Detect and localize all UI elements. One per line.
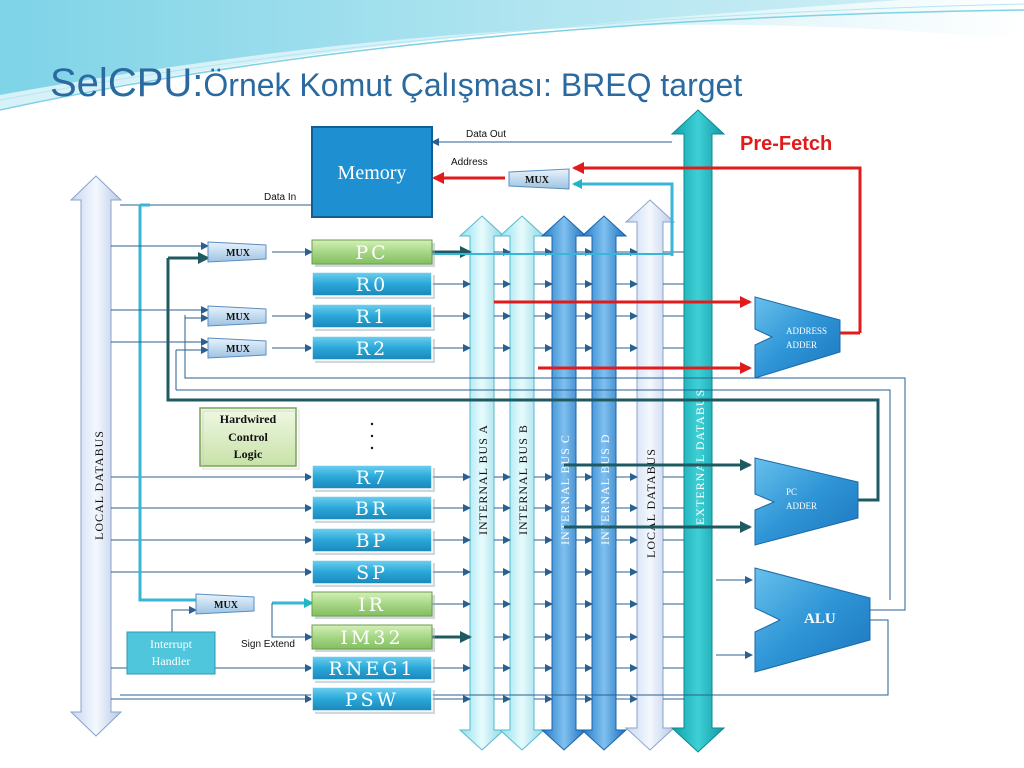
memory-wires (111, 138, 906, 696)
local-databus-left (69, 175, 123, 737)
register-r0: R0 (311, 271, 435, 299)
internal-bus-d (580, 215, 628, 751)
register-pc: PC (311, 239, 435, 267)
register-label: BP (356, 530, 389, 552)
mux-2: MUX (207, 305, 267, 327)
register-sp: SP (311, 559, 435, 587)
memory-block: Memory (311, 126, 433, 218)
register-rneg1: RNEG1 (311, 655, 435, 683)
register-label: R1 (356, 306, 388, 328)
internal-bus-c (540, 215, 588, 751)
alu-label: ALU (804, 611, 836, 627)
address-adder-line2: ADDER (786, 340, 817, 350)
ih-line1: Interrupt (150, 637, 193, 651)
mux-label: MUX (525, 175, 550, 186)
register-ir: IR (311, 591, 435, 619)
local-databus-left-label: LOCAL DATABUS (92, 430, 106, 540)
wire-group (111, 248, 684, 703)
hw-line3: Logic (234, 447, 263, 461)
hardwired-control-logic: Hardwired Control Logic (199, 407, 300, 470)
page-title: SelCPU:Örnek Komut Çalışması: BREQ targe… (50, 61, 742, 105)
external-databus (670, 109, 726, 753)
address-label: Address (451, 157, 488, 168)
internal-bus-b (498, 215, 546, 751)
register-label: PSW (345, 689, 399, 711)
ih-line2: Handler (152, 654, 191, 668)
address-adder-line1: ADDRESS (786, 326, 827, 336)
internal-bus-b-label: INTERNAL BUS B (516, 424, 530, 535)
address-adder: ADDRESS ADDER (754, 296, 841, 379)
internal-bus-c-label: INTERNAL BUS C (558, 434, 572, 545)
register-bp: BP (311, 527, 435, 555)
hw-line1: Hardwired (220, 412, 277, 426)
internal-bus-d-label: INTERNAL BUS D (598, 433, 612, 545)
register-br: BR (311, 495, 435, 523)
mux-4: MUX (195, 593, 255, 615)
interrupt-handler: Interrupt Handler (126, 631, 216, 675)
pc-adder-line1: PC (786, 487, 797, 497)
register-r2: R2 (311, 335, 435, 363)
register-label: BR (355, 498, 389, 520)
register-label: R0 (356, 274, 388, 296)
register-r7: R7 (311, 464, 435, 492)
mux-label: MUX (214, 600, 239, 611)
local-databus-right (624, 199, 676, 751)
register-label: IR (358, 594, 386, 616)
pre-fetch-label: Pre-Fetch (740, 133, 832, 155)
pc-adder-line2: ADDER (786, 501, 817, 511)
ellipsis-dots (370, 422, 374, 450)
register-psw: PSW (311, 686, 435, 714)
register-label: PC (355, 242, 388, 264)
local-databus-right-label: LOCAL DATABUS (644, 448, 658, 558)
data-in-label: Data In (264, 192, 296, 203)
data-out-label: Data Out (466, 129, 506, 140)
register-im32: IM32 (311, 624, 435, 652)
hw-line2: Control (228, 430, 268, 444)
mux-1: MUX (207, 241, 267, 263)
external-databus-label: EXTERNAL DATABUS (693, 389, 707, 525)
internal-bus-a (458, 215, 506, 751)
header-decoration (0, 0, 1024, 111)
register-label: RNEG1 (328, 658, 415, 680)
pc-adder: PC ADDER (754, 457, 859, 546)
mux-label: MUX (226, 248, 251, 259)
register-label: R2 (356, 338, 388, 360)
register-label: SP (356, 562, 388, 584)
mux-label: MUX (226, 344, 251, 355)
alu: ALU (754, 567, 871, 673)
register-label: IM32 (340, 627, 403, 649)
register-label: R7 (356, 467, 388, 489)
mux-5: MUX (508, 168, 570, 190)
mux-3: MUX (207, 337, 267, 359)
memory-label: Memory (338, 162, 407, 184)
sign-extend-label: Sign Extend (241, 639, 295, 650)
register-r1: R1 (311, 303, 435, 331)
internal-bus-a-label: INTERNAL BUS A (476, 424, 490, 535)
mux-label: MUX (226, 312, 251, 323)
